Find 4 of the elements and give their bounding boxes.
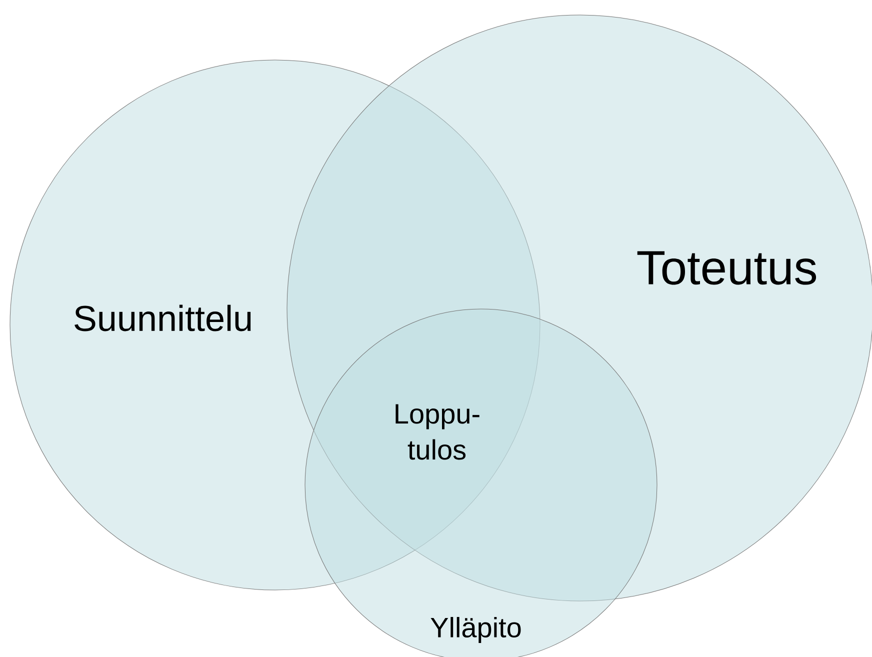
circle-label: Suunnittelu <box>74 304 251 332</box>
circle-label: Ylläpito <box>430 616 521 644</box>
circle-label: Toteutus <box>637 251 816 285</box>
overlap-label: Loppu- tulos <box>396 404 480 460</box>
